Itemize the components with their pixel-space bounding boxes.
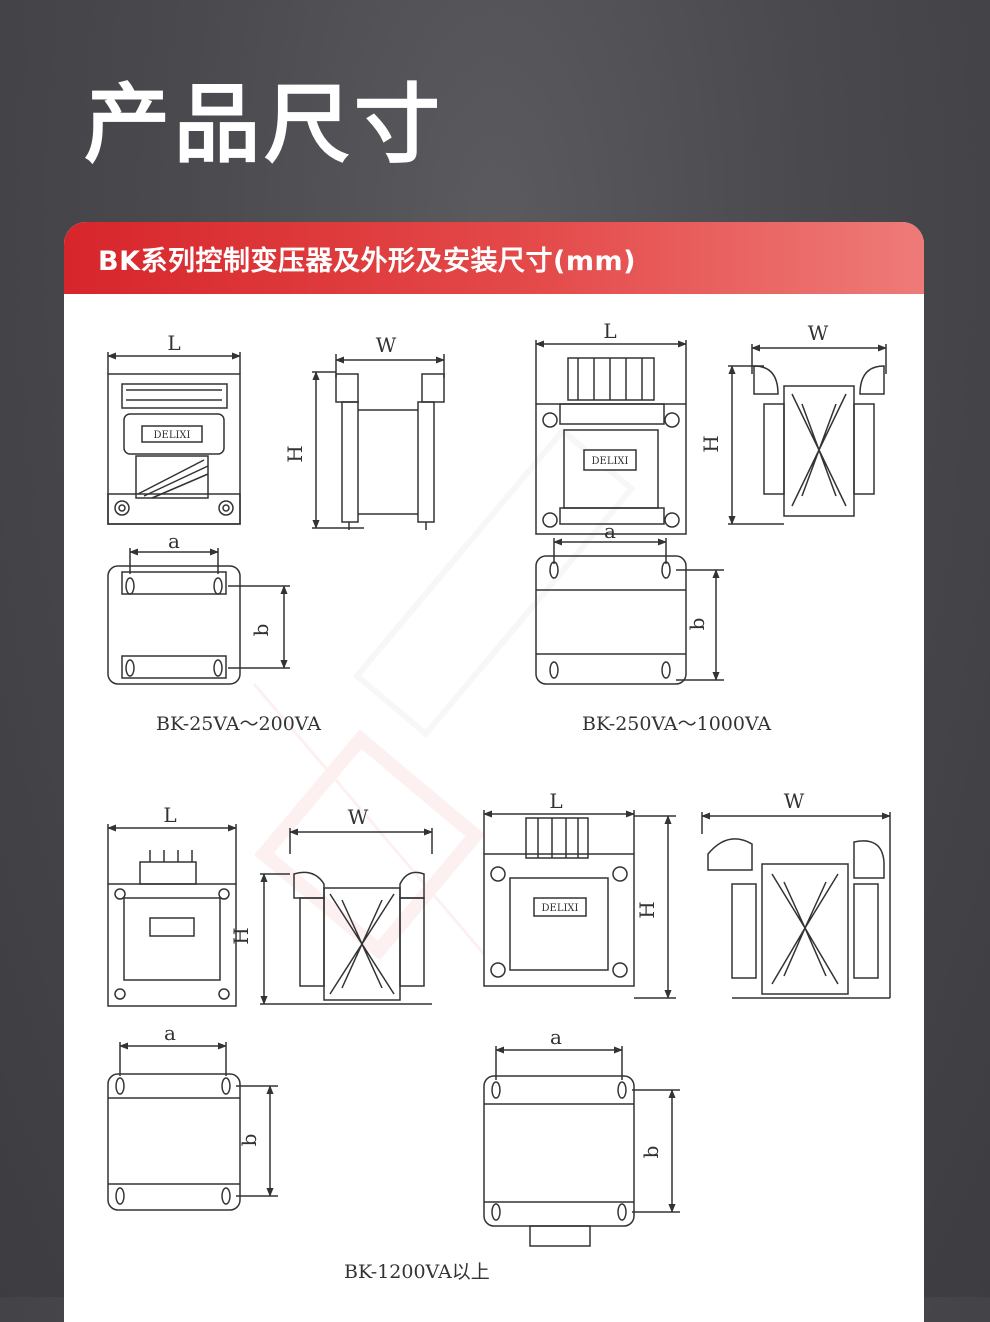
model-1-label-w: W: [376, 333, 397, 357]
section-header-title: BK系列控制变压器及外形及安装尺寸(mm): [98, 245, 636, 277]
model-1-nameplate: DELIXI: [154, 430, 191, 441]
model-1-front-view: DELIXI: [107, 352, 241, 525]
model-1-label-a: a: [168, 529, 180, 553]
model-1-label-b: b: [249, 624, 273, 637]
model-1-mounting-view: [107, 548, 290, 685]
model-3-small-label-w: W: [348, 805, 369, 829]
model-1-side-view: [312, 354, 445, 530]
model-3-small-label-h: H: [229, 927, 253, 944]
model-3-small-front-view: [107, 824, 237, 1007]
dimension-drawings: DELIXI L W H: [107, 319, 891, 1283]
model-3-large-label-h: H: [635, 901, 659, 918]
model-1-label-h: H: [283, 445, 307, 462]
model-2-label-b: b: [685, 618, 709, 631]
model-3-small-mounting-view: [107, 1042, 278, 1211]
model-3-large-label-w: W: [784, 789, 805, 813]
model-3-large-label-l: L: [549, 789, 562, 813]
model-2-label-w: W: [808, 321, 829, 345]
model-2-label-a: a: [604, 519, 616, 543]
model-2-label-l: L: [603, 319, 616, 343]
model-3-small-side-view: [260, 828, 433, 1005]
model-3-small-label-l: L: [163, 803, 176, 827]
model-3-large-side-view: [701, 812, 891, 999]
model-3-large-label-a: a: [550, 1025, 562, 1049]
model-2-label-h: H: [699, 435, 723, 452]
watermark: [252, 426, 636, 961]
model-2-side-view: [728, 344, 887, 525]
model-3-large-front-view: DELIXI: [483, 810, 676, 999]
model-2-mounting-view: [535, 538, 724, 685]
model-3-large-mounting-view: [483, 1046, 680, 1247]
model-2-caption: BK-250VA～1000VA: [582, 713, 771, 735]
model-3-large-label-b: b: [639, 1146, 663, 1159]
section-header: BK系列控制变压器及外形及安装尺寸(mm): [64, 222, 924, 294]
model-3-nameplate: DELIXI: [542, 903, 579, 914]
model-3-caption: BK-1200VA以上: [344, 1261, 490, 1283]
model-1-drawings: DELIXI L W H: [107, 331, 445, 735]
model-3-drawings: L W H: [107, 789, 891, 1283]
model-1-caption: BK-25VA～200VA: [156, 713, 321, 735]
model-3-small-label-b: b: [237, 1134, 261, 1147]
page-title: 产品尺寸: [84, 75, 444, 175]
model-2-nameplate: DELIXI: [592, 456, 629, 467]
model-1-label-l: L: [167, 331, 180, 355]
model-3-small-label-a: a: [164, 1021, 176, 1045]
dimensions-card: BK系列控制变压器及外形及安装尺寸(mm): [64, 222, 924, 1322]
model-2-drawings: DELIXI L W H: [535, 319, 887, 735]
model-2-front-view: DELIXI: [535, 340, 687, 535]
